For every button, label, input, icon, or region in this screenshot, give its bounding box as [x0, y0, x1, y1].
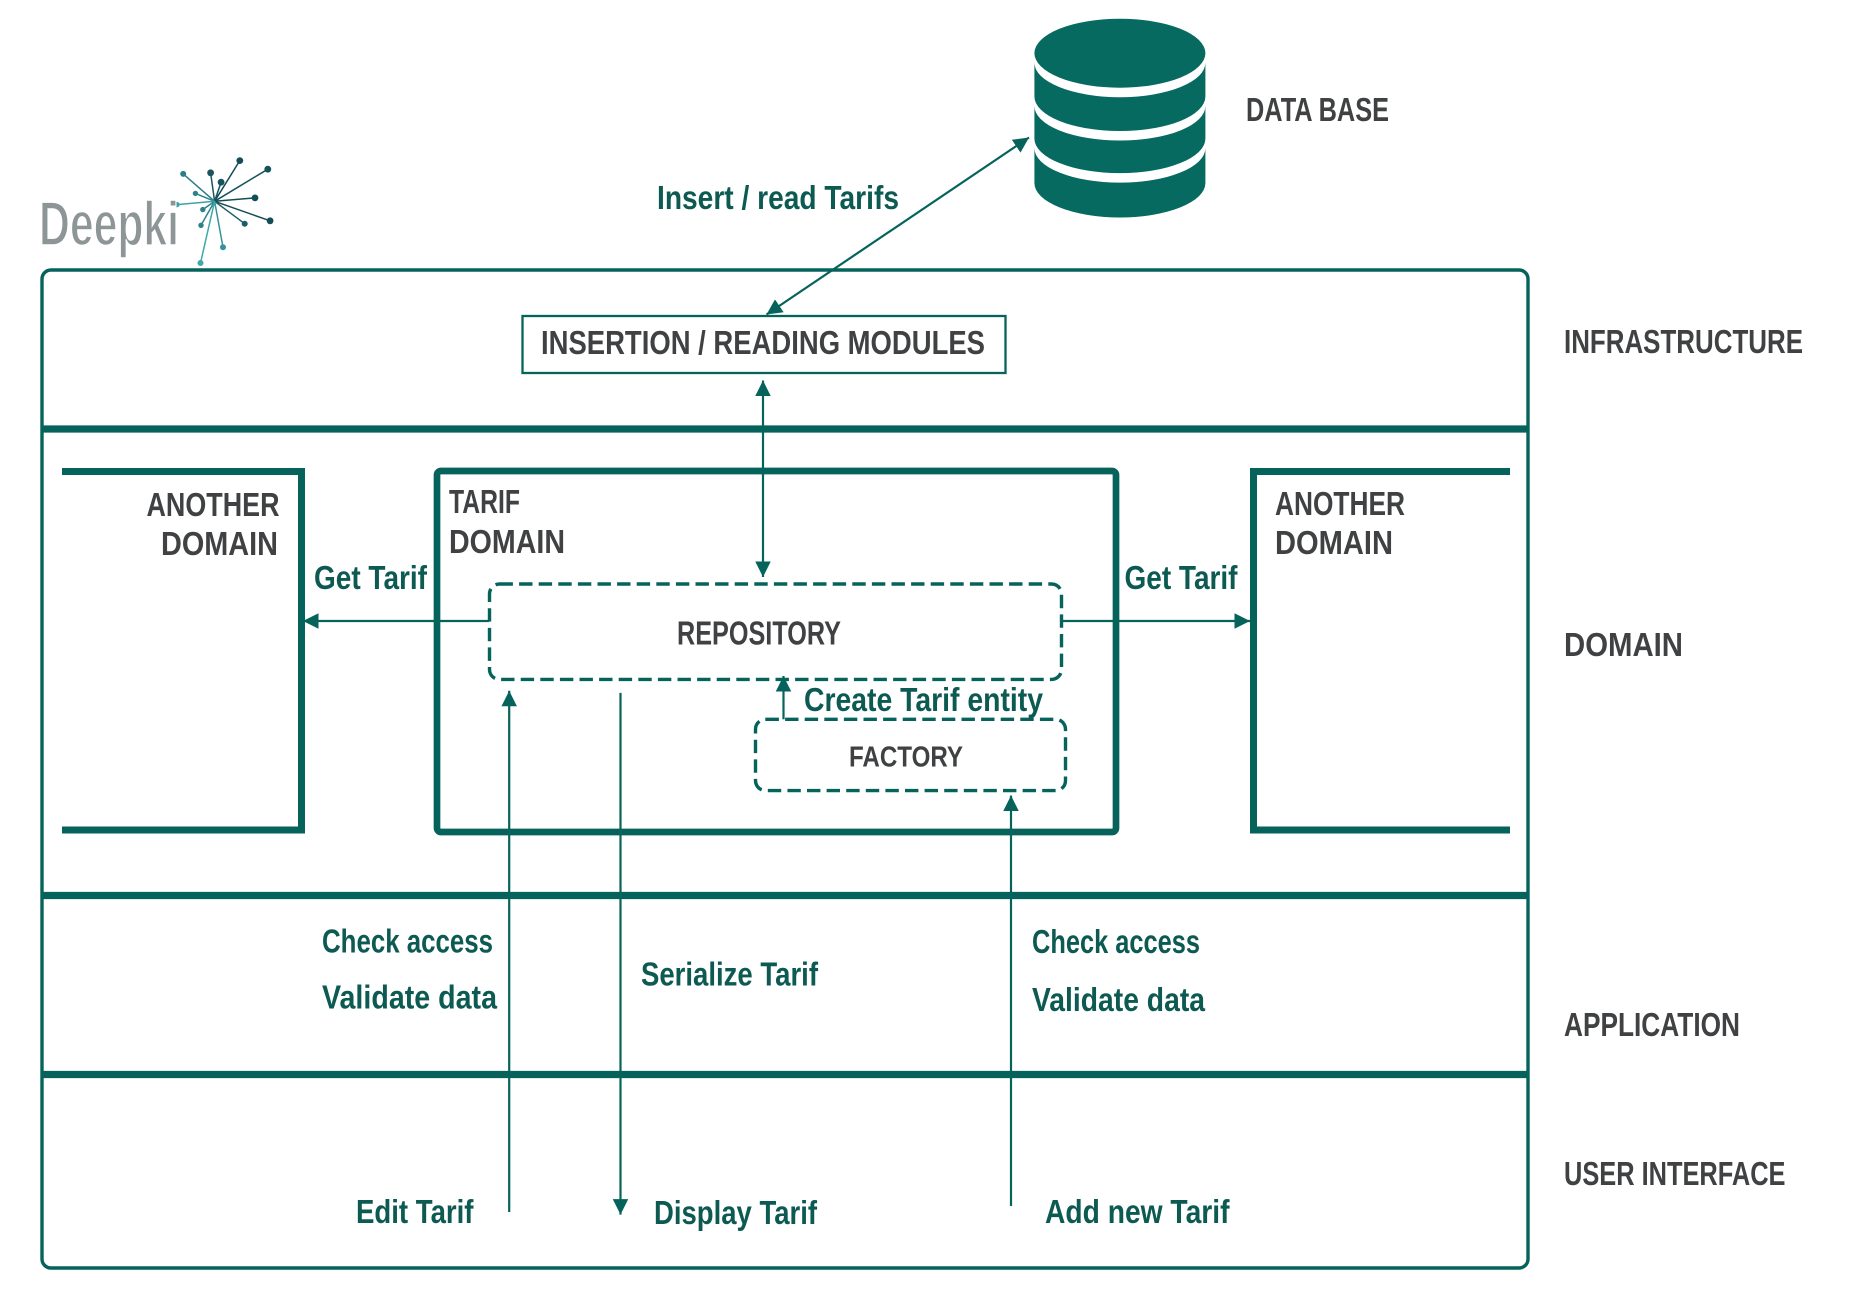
svg-text:Check access: Check access [1032, 923, 1200, 960]
svg-text:INFRASTRUCTURE: INFRASTRUCTURE [1564, 323, 1803, 360]
svg-text:Serialize Tarif: Serialize Tarif [641, 955, 819, 992]
svg-text:Validate data: Validate data [1032, 981, 1206, 1018]
svg-text:Validate data: Validate data [322, 979, 498, 1016]
svg-text:INSERTION / READING MODULES: INSERTION / READING MODULES [541, 324, 985, 361]
svg-text:Display Tarif: Display Tarif [654, 1194, 818, 1231]
svg-text:DATA BASE: DATA BASE [1246, 91, 1389, 128]
svg-text:DOMAIN: DOMAIN [449, 523, 565, 560]
svg-text:Create Tarif entity: Create Tarif entity [804, 681, 1044, 718]
svg-text:DOMAIN: DOMAIN [161, 525, 278, 562]
svg-text:Edit Tarif: Edit Tarif [356, 1193, 474, 1230]
svg-text:Deepki: Deepki [39, 190, 179, 259]
svg-text:REPOSITORY: REPOSITORY [677, 615, 841, 652]
svg-text:ANOTHER: ANOTHER [147, 486, 280, 523]
svg-text:Insert / read Tarifs: Insert / read Tarifs [657, 179, 899, 216]
svg-text:Get Tarif: Get Tarif [314, 559, 428, 596]
svg-text:ANOTHER: ANOTHER [1275, 485, 1405, 522]
svg-text:Add new Tarif: Add new Tarif [1045, 1193, 1230, 1230]
svg-text:Check access: Check access [322, 923, 493, 960]
svg-text:FACTORY: FACTORY [849, 741, 963, 773]
svg-text:USER INTERFACE: USER INTERFACE [1564, 1155, 1786, 1192]
svg-text:Get Tarif: Get Tarif [1125, 559, 1239, 596]
svg-text:TARIF: TARIF [449, 483, 520, 520]
svg-text:DOMAIN: DOMAIN [1275, 524, 1393, 561]
svg-text:DOMAIN: DOMAIN [1564, 626, 1683, 663]
svg-text:APPLICATION: APPLICATION [1564, 1006, 1740, 1043]
